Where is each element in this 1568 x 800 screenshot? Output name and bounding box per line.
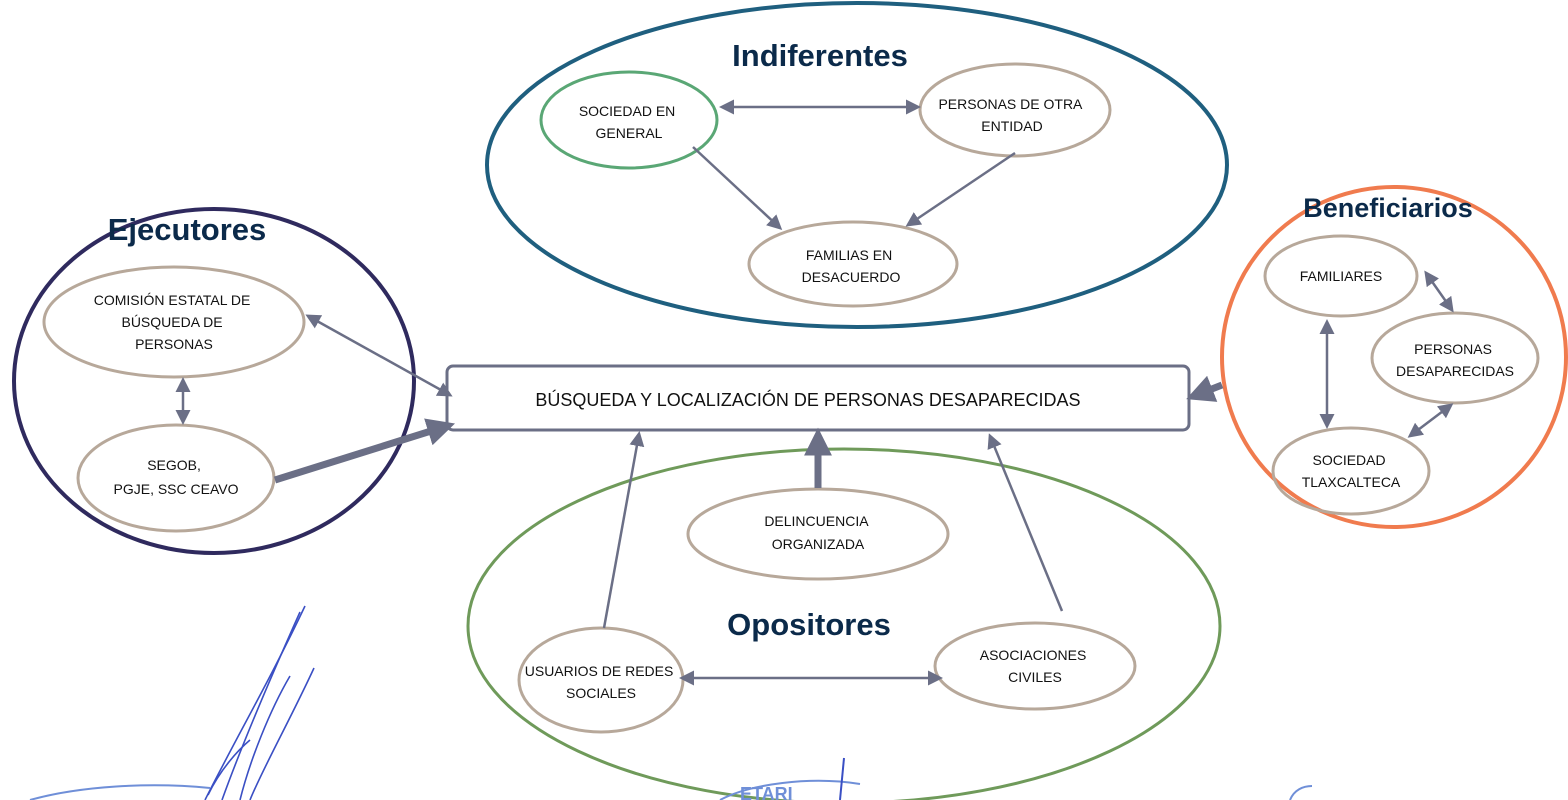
node-asociaciones-civiles-line2: CIVILES	[1008, 669, 1062, 685]
svg-text:PERSONAS DE OTRA ENTIDAD: PERSONAS DE OTRA ENTIDAD	[938, 96, 1085, 134]
arrow-personas-otra-familias	[905, 151, 1016, 227]
svg-text:SEGOB, PGJE, SSC CEAVO: SEGOB, PGJE, SSC CEAVO	[114, 457, 239, 497]
indiferentes-title: Indiferentes	[732, 38, 908, 73]
node-personas-desaparecidas-line1: PERSONAS	[1414, 341, 1492, 357]
svg-text:PERSONAS DESAPARECIDAS: PERSONAS DESAPARECIDAS	[1396, 341, 1514, 379]
opositores-group-ellipse	[466, 447, 1222, 800]
ejecutores-group-ellipse	[12, 207, 416, 555]
node-delincuencia-organizada-line2: ORGANIZADA	[772, 536, 865, 552]
svg-text:DELINCUENCIA ORGANIZADA: DELINCUENCIA ORGANIZADA	[764, 513, 871, 552]
node-usuarios-de-redes-sociales	[517, 626, 685, 734]
indiferentes-group-ellipse	[485, 1, 1229, 329]
node-personas-desaparecidas-line2: DESAPARECIDAS	[1396, 363, 1514, 379]
node-familias-en-desacuerdo	[747, 220, 959, 308]
node-personas-de-otra-entidad-line1: PERSONAS DE OTRA	[938, 96, 1083, 112]
node-usuarios-de-redes-sociales-line1: USUARIOS DE REDES	[525, 663, 674, 679]
signature	[204, 605, 315, 800]
node-segob	[76, 423, 276, 533]
arrow-usuarios-central	[602, 431, 645, 629]
node-segob-line1: SEGOB,	[147, 457, 201, 473]
node-familiares-text: FAMILIARES	[1300, 268, 1382, 284]
node-sociedad-tlaxcalteca-line2: TLAXCALTECA	[1302, 474, 1401, 490]
node-comision-estatal-line2: BÚSQUEDA DE	[121, 314, 222, 330]
beneficiarios-title: Beneficiarios	[1303, 193, 1473, 223]
node-familias-en-desacuerdo-line1: FAMILIAS EN	[806, 247, 892, 263]
node-sociedad-tlaxcalteca	[1271, 426, 1431, 516]
beneficiarios-group-ellipse	[1220, 185, 1568, 529]
opositores-title: Opositores	[727, 607, 891, 642]
arrow-asociaciones-central	[987, 433, 1064, 612]
node-sociedad-en-general-line2: GENERAL	[596, 125, 663, 141]
node-familias-en-desacuerdo-line2: DESACUERDO	[802, 269, 901, 285]
svg-text:COMISIÓN ESTATAL DE BÚSQUE: COMISIÓN ESTATAL DE BÚSQUEDA DE PERSONAS	[94, 292, 255, 352]
arrow-segob-central	[273, 418, 456, 484]
stamp-seal-text: ETARI	[740, 784, 793, 800]
node-segob-line2: PGJE, SSC CEAVO	[114, 481, 239, 497]
node-personas-desaparecidas	[1370, 311, 1540, 405]
svg-text:SOCIEDAD EN GENERAL: SOCIEDAD EN GENERAL	[579, 103, 679, 141]
svg-text:USUARIOS DE REDES SOCIALES: USUARIOS DE REDES SOCIALES	[525, 663, 677, 701]
arrow-comision-central	[305, 314, 453, 397]
signature-stroke-center	[839, 757, 845, 800]
node-sociedad-en-general-line1: SOCIEDAD EN	[579, 103, 675, 119]
arrow-beneficiarios-central	[1186, 375, 1224, 402]
node-comision-estatal-line3: PERSONAS	[135, 336, 213, 352]
svg-text:FAMILIAS EN DESACUERDO: FAMILIAS EN DESACUERDO	[802, 247, 901, 285]
node-comision-estatal	[42, 265, 306, 379]
node-sociedad-tlaxcalteca-line1: SOCIEDAD	[1312, 452, 1385, 468]
arrow-sociedad-familias	[692, 146, 783, 231]
svg-text:ASOCIACIONES CIVILES: ASOCIACIONES CIVILES	[980, 647, 1090, 685]
node-delincuencia-organizada-line1: DELINCUENCIA	[764, 513, 869, 529]
node-personas-de-otra-entidad-line2: ENTIDAD	[981, 118, 1042, 134]
node-familiares	[1263, 234, 1419, 318]
signature-arc-right	[1289, 785, 1313, 800]
svg-text:SOCIEDAD TLAXCALTECA: SOCIEDAD TLAXCALTECA	[1302, 452, 1401, 490]
central-node-label: BÚSQUEDA Y LOCALIZACIÓN DE PERSONAS DESA…	[535, 389, 1080, 410]
node-usuarios-de-redes-sociales-line2: SOCIALES	[566, 685, 636, 701]
node-comision-estatal-line1: COMISIÓN ESTATAL DE	[94, 292, 251, 308]
arrow-personas-sociedad	[1407, 403, 1454, 438]
node-asociaciones-civiles	[933, 621, 1137, 711]
arrow-familiares-personas	[1424, 270, 1454, 313]
signature-arc-left	[29, 784, 211, 800]
node-delincuencia-organizada	[686, 487, 950, 581]
node-sociedad-en-general	[539, 70, 719, 170]
ejecutores-title: Ejecutores	[108, 212, 267, 247]
node-asociaciones-civiles-line1: ASOCIACIONES	[980, 647, 1087, 663]
connector-arrows	[175, 99, 1454, 686]
